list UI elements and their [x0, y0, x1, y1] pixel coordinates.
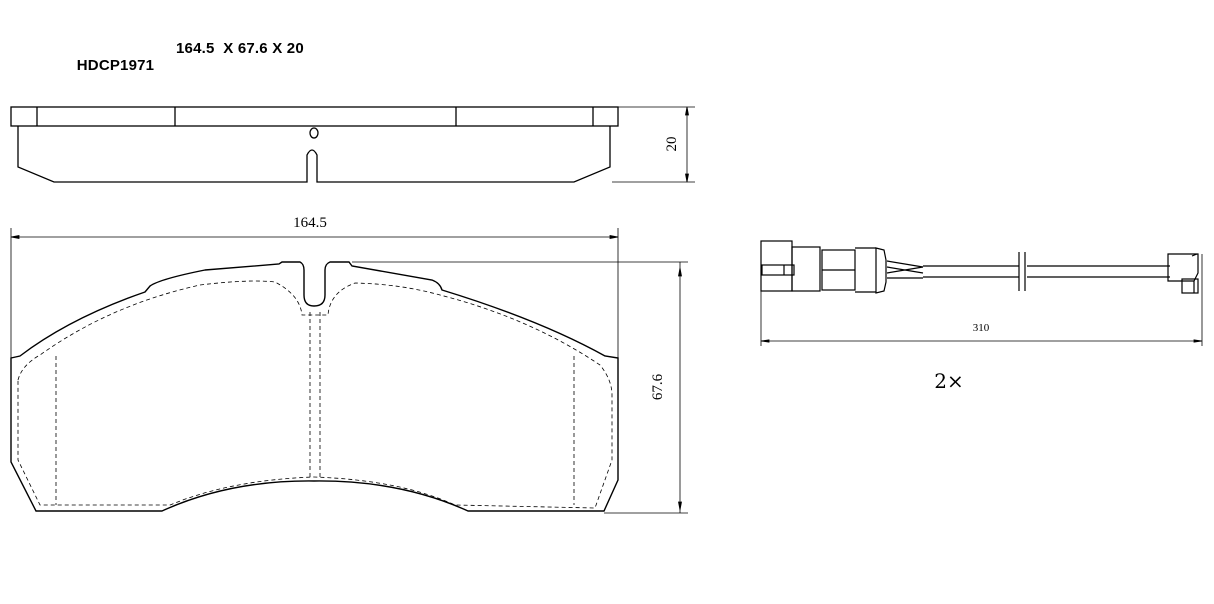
overall-dimensions: 164.5 X 67.6 X 20	[176, 40, 304, 57]
drawing-header: HDCP1971 164.5 X 67.6 X 20	[68, 40, 304, 91]
width-dimension	[10, 228, 619, 360]
pad-outline	[10, 261, 619, 512]
thickness-label: 20	[664, 137, 680, 152]
side-hole	[309, 127, 319, 139]
height-dimension	[352, 261, 688, 514]
part-number: HDCP1971	[76, 57, 155, 74]
sensor-length-dimension	[760, 254, 1203, 346]
friction-material-outline	[17, 280, 613, 509]
width-label: 164.5	[293, 215, 327, 231]
wear-sensor	[760, 240, 1199, 294]
side-view	[10, 106, 619, 183]
sensor-quantity-label: 2×	[934, 369, 963, 393]
height-label: 67.6	[650, 373, 666, 400]
connector-head	[760, 240, 793, 292]
thickness-dimension	[612, 106, 695, 183]
front-view	[10, 261, 619, 512]
friction-material-side	[17, 126, 611, 183]
sensor-length-label: 310	[973, 322, 990, 334]
backing-plate	[10, 106, 619, 127]
